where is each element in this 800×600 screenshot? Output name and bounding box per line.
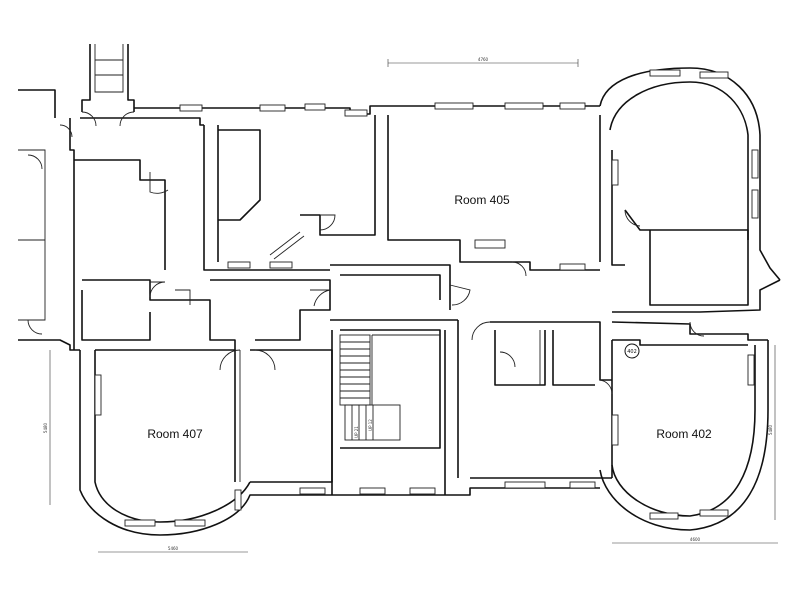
dimension-left: 5480 bbox=[43, 422, 48, 433]
room-407-label: Room 407 bbox=[147, 427, 203, 441]
staircase: UP 12 UP 21 bbox=[339, 334, 401, 441]
exterior-walls bbox=[18, 44, 781, 536]
room-405-label: Room 405 bbox=[454, 193, 510, 207]
dimension-bottom-right: 4600 bbox=[690, 537, 701, 542]
interior-walls bbox=[74, 115, 749, 495]
doors bbox=[27, 111, 705, 395]
dimension-top: 4760 bbox=[478, 57, 489, 62]
room-402-label: Room 402 bbox=[656, 427, 712, 441]
stair-label-upper: UP 12 bbox=[368, 419, 373, 431]
dimension-lines: 4760 5480 5460 4600 5480 bbox=[43, 57, 778, 553]
room-marker-text: 402 bbox=[627, 349, 637, 355]
stair-label-lower: UP 21 bbox=[354, 426, 359, 438]
dimension-bottom-left: 5460 bbox=[168, 546, 179, 551]
dimension-right: 5480 bbox=[768, 424, 773, 435]
room-marker: 402 bbox=[624, 343, 640, 359]
windows bbox=[94, 69, 759, 527]
